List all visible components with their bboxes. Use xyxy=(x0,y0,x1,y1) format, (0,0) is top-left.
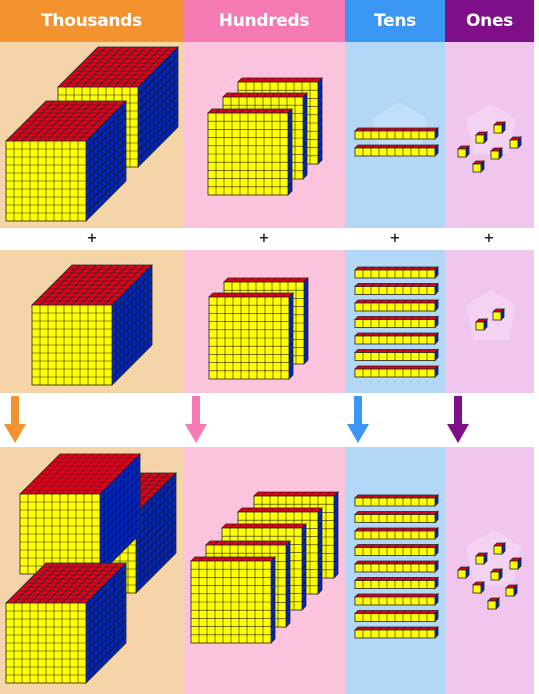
one-cube xyxy=(457,566,470,579)
header-hundreds: Hundreds xyxy=(183,0,345,42)
one-cube xyxy=(505,584,518,597)
one-cube xyxy=(492,308,505,321)
one-cube xyxy=(472,581,485,594)
ten-rod xyxy=(354,576,439,590)
header-thousands: Thousands xyxy=(0,0,183,42)
ten-rod xyxy=(354,127,439,140)
ten-rod xyxy=(354,348,439,362)
one-cube xyxy=(490,568,503,581)
one-cube xyxy=(487,597,500,610)
ten-rod xyxy=(354,510,439,524)
plus-sign-hundreds: + xyxy=(258,231,270,246)
hundred-block xyxy=(207,108,293,196)
ten-rod xyxy=(354,315,439,329)
ten-rod xyxy=(354,494,439,507)
ten-rod xyxy=(354,626,439,639)
thousand-block xyxy=(5,100,127,222)
one-cube xyxy=(475,552,488,565)
one-cube xyxy=(457,145,470,158)
ten-rod xyxy=(354,609,439,623)
ten-rod xyxy=(354,282,439,296)
ten-rod xyxy=(354,332,439,345)
ten-rod xyxy=(354,365,439,378)
arrow-row-band xyxy=(0,393,539,447)
one-cube xyxy=(493,121,506,134)
thousand-block xyxy=(5,562,127,684)
ten-rod xyxy=(354,299,439,312)
hundred-block xyxy=(208,292,294,380)
one-cube xyxy=(475,318,488,331)
arrow-down-icon xyxy=(185,396,207,443)
ten-rod xyxy=(354,593,439,606)
ten-rod xyxy=(354,144,439,157)
plus-sign-ones: + xyxy=(483,231,495,246)
one-cube xyxy=(472,160,485,173)
one-cube xyxy=(490,147,503,160)
arrow-down-icon xyxy=(447,396,469,443)
plus-sign-tens: + xyxy=(389,231,401,246)
ten-rod xyxy=(354,560,439,573)
ten-rod xyxy=(354,266,439,279)
one-cube xyxy=(475,131,488,144)
header-tens: Tens xyxy=(345,0,445,42)
watermark-shape xyxy=(466,104,516,154)
plus-sign-thousands: + xyxy=(86,231,98,246)
plus-row-band xyxy=(0,228,539,250)
thousand-block xyxy=(19,453,141,575)
thousand-block xyxy=(31,264,153,386)
one-cube xyxy=(509,136,522,149)
right-margin xyxy=(534,0,539,694)
ten-rod xyxy=(354,543,439,557)
hundred-block xyxy=(190,556,276,644)
arrow-down-icon xyxy=(347,396,369,443)
header-ones: Ones xyxy=(445,0,534,42)
ten-rod xyxy=(354,527,439,540)
watermark-shape xyxy=(466,530,521,585)
one-cube xyxy=(493,542,506,555)
watermark-shape xyxy=(466,290,516,340)
one-cube xyxy=(509,557,522,570)
arrow-down-icon xyxy=(4,396,26,443)
